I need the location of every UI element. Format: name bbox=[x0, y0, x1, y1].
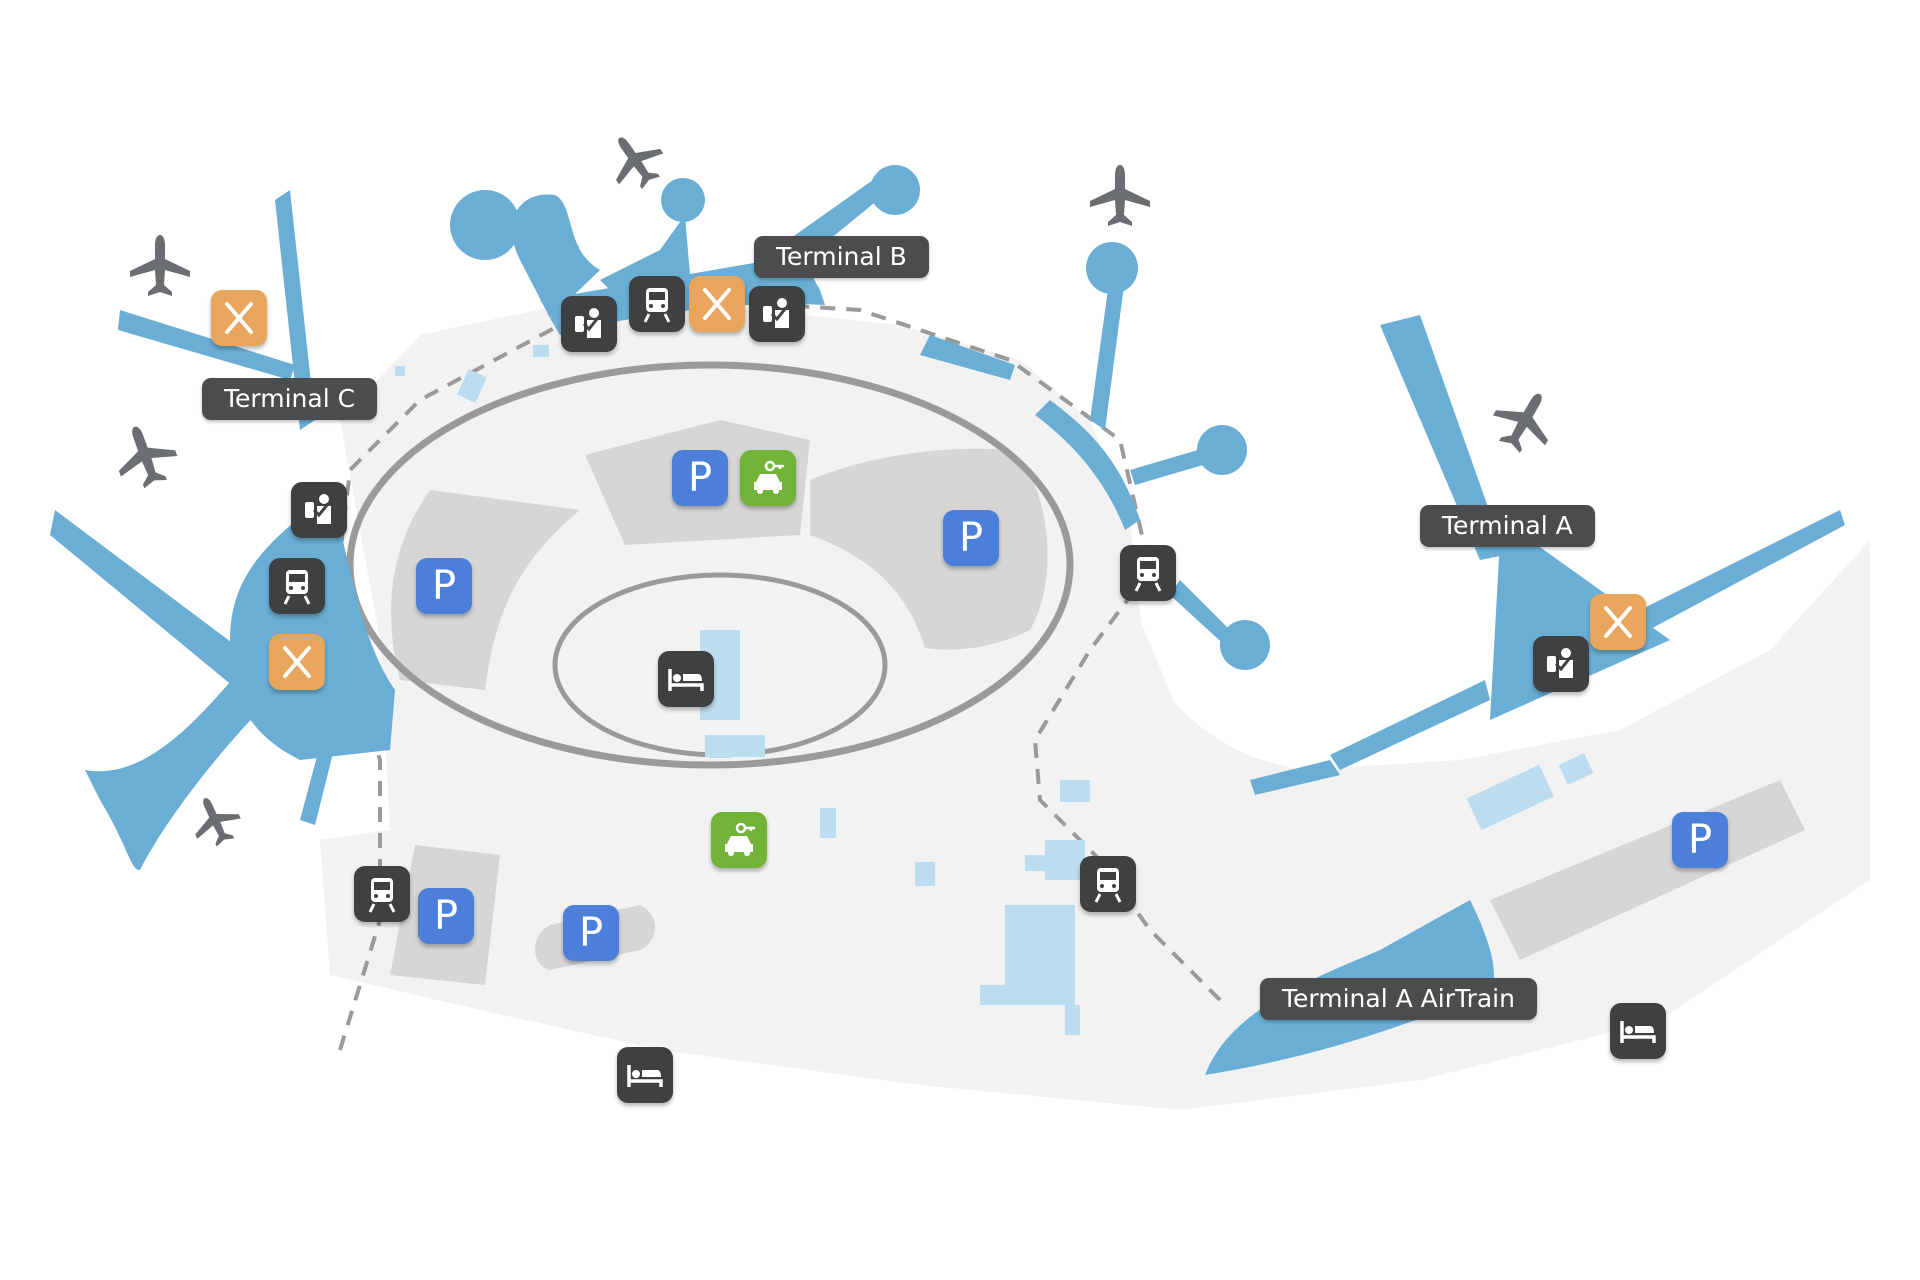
hotel-bed-icon[interactable] bbox=[617, 1047, 673, 1103]
parking-symbol: P bbox=[578, 910, 604, 956]
parking-lot-east bbox=[810, 448, 1048, 650]
parking-lot-west bbox=[391, 490, 580, 690]
parking-symbol: P bbox=[958, 515, 984, 561]
airplane-icon bbox=[1090, 165, 1150, 226]
security-checkpoint-icon[interactable] bbox=[1533, 636, 1589, 692]
airplane-icon bbox=[1483, 379, 1566, 462]
terminal-b-label: Terminal B bbox=[754, 236, 929, 278]
airtrain-route bbox=[327, 297, 1222, 1051]
airtrain-icon[interactable] bbox=[629, 276, 685, 332]
airtrain-icon[interactable] bbox=[269, 558, 325, 614]
airtrain-icon[interactable] bbox=[1080, 856, 1136, 912]
ground-notch bbox=[1128, 540, 1260, 760]
parking-symbol: P bbox=[687, 455, 713, 501]
hotel-bed-icon[interactable] bbox=[1610, 1003, 1666, 1059]
car-rental-icon[interactable] bbox=[711, 812, 767, 868]
central-terminal-building bbox=[920, 242, 1270, 670]
airplane-icon bbox=[106, 416, 184, 495]
security-checkpoint-icon[interactable] bbox=[561, 296, 617, 352]
airtrain-icon[interactable] bbox=[1120, 545, 1176, 601]
parking-icon[interactable]: P bbox=[418, 888, 474, 944]
airplane-icon bbox=[183, 788, 248, 853]
terminal-c-label: Terminal C bbox=[202, 378, 378, 420]
restaurant-icon[interactable] bbox=[1590, 594, 1646, 650]
parking-icon[interactable]: P bbox=[563, 905, 619, 961]
terminal-a-building bbox=[1250, 315, 1845, 795]
airtrain-icon[interactable] bbox=[354, 866, 410, 922]
parking-symbol: P bbox=[1687, 817, 1713, 863]
parking-icon[interactable]: P bbox=[672, 450, 728, 506]
parking-icon[interactable]: P bbox=[943, 510, 999, 566]
airplane-icon bbox=[597, 122, 674, 199]
restaurant-icon[interactable] bbox=[689, 276, 745, 332]
airplane-icon bbox=[130, 235, 190, 296]
security-checkpoint-icon[interactable] bbox=[291, 482, 347, 538]
parking-icon[interactable]: P bbox=[1672, 812, 1728, 868]
hotel-bed-icon[interactable] bbox=[658, 651, 714, 707]
parking-symbol: P bbox=[431, 563, 457, 609]
security-checkpoint-icon[interactable] bbox=[749, 286, 805, 342]
terminal-c-building bbox=[50, 190, 395, 870]
parking-icon[interactable]: P bbox=[416, 558, 472, 614]
restaurant-icon[interactable] bbox=[211, 290, 267, 346]
terminal-a-airtrain-label: Terminal A AirTrain bbox=[1260, 978, 1537, 1020]
outer-loop-road bbox=[346, 361, 1074, 769]
restaurant-icon[interactable] bbox=[269, 634, 325, 690]
terminal-a-label: Terminal A bbox=[1420, 505, 1595, 547]
parking-symbol: P bbox=[433, 893, 459, 939]
car-rental-icon[interactable] bbox=[740, 450, 796, 506]
airport-grounds bbox=[320, 305, 1870, 1110]
